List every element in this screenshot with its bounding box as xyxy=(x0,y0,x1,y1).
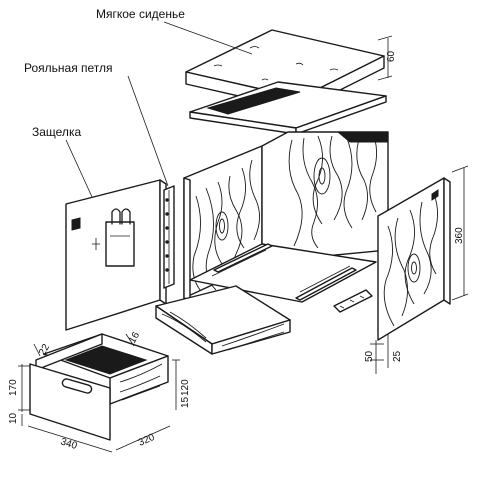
latch-label: Защелка xyxy=(32,125,81,139)
latch xyxy=(105,208,135,267)
front-plinth-board xyxy=(155,285,291,355)
support-bar xyxy=(333,289,373,313)
drawer-15-dim: 15 xyxy=(180,396,191,408)
drawer-10-dim: 10 xyxy=(8,412,19,424)
drawer-22-dim: 22 xyxy=(37,342,52,358)
hinge-knuckles xyxy=(165,198,169,272)
right-side-panel xyxy=(377,177,451,341)
seat-base-board xyxy=(189,81,387,135)
piano-hinge xyxy=(163,185,175,289)
drawer-170-dim: 170 xyxy=(8,379,19,396)
piano-hinge-label: Рояльная петля xyxy=(24,61,113,75)
box-height-dimension xyxy=(451,165,469,301)
soft-seat-label: Мягкое сиденье xyxy=(96,7,185,21)
back-panel xyxy=(261,131,389,263)
drawer-dimension-lines xyxy=(18,333,180,453)
seat-height-dim: 60 xyxy=(386,50,397,62)
leg-25-dim: 25 xyxy=(392,350,403,362)
box-height-dim: 360 xyxy=(454,227,465,244)
drawer-16-dim: 16 xyxy=(127,330,142,346)
drawer xyxy=(29,333,169,441)
soft-seat-leader xyxy=(163,21,253,55)
leg-dimensions xyxy=(370,334,389,374)
piano-hinge-leader xyxy=(127,75,169,187)
drawer-120-dim: 120 xyxy=(180,379,191,396)
drawer-320-dim: 320 xyxy=(137,432,157,449)
leg-50-dim: 50 xyxy=(364,350,375,362)
drawer-340-dim: 340 xyxy=(59,436,79,452)
